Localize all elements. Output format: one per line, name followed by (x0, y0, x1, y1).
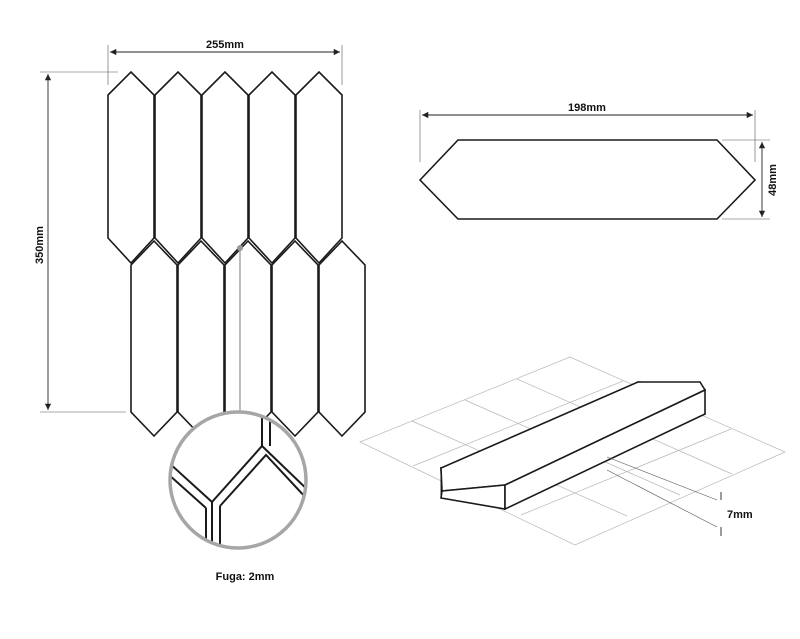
mosaic-tile (295, 70, 343, 265)
mosaic-tile (201, 70, 249, 265)
mosaic-width-label: 255mm (206, 39, 244, 51)
tile-thickness-dimension: 7mm (606, 456, 753, 536)
tile-length-dimension: 198mm (419, 102, 756, 162)
mosaic-height-label: 350mm (34, 226, 46, 264)
mosaic-tile (318, 239, 366, 438)
isometric-tile (440, 381, 707, 511)
mosaic-tile (224, 239, 272, 438)
tile-side-face (504, 388, 706, 511)
detail-point (237, 245, 243, 251)
joint-caption: Fuga: 2mm (216, 571, 275, 583)
tile-width-label: 48mm (767, 164, 779, 196)
picket-tile-outline (418, 139, 757, 220)
isometric-grid (359, 356, 786, 546)
joint-detail-magnifier (168, 410, 308, 550)
mosaic-tile (107, 70, 155, 265)
mosaic-height-dimension: 350mm (34, 71, 126, 413)
single-tile-top-view (418, 139, 757, 220)
mosaic-tile (248, 70, 296, 265)
mosaic-tile (177, 239, 225, 438)
tile-thickness-label: 7mm (727, 509, 753, 521)
mosaic-tile (271, 239, 319, 438)
mosaic-width-dimension: 255mm (107, 39, 343, 85)
tile-width-dimension: 48mm (722, 139, 779, 220)
mosaic-sheet (107, 70, 366, 438)
mosaic-tile (130, 239, 178, 438)
magnifier-ring (168, 410, 308, 550)
mosaic-tile (154, 70, 202, 265)
tile-length-label: 198mm (568, 102, 606, 114)
